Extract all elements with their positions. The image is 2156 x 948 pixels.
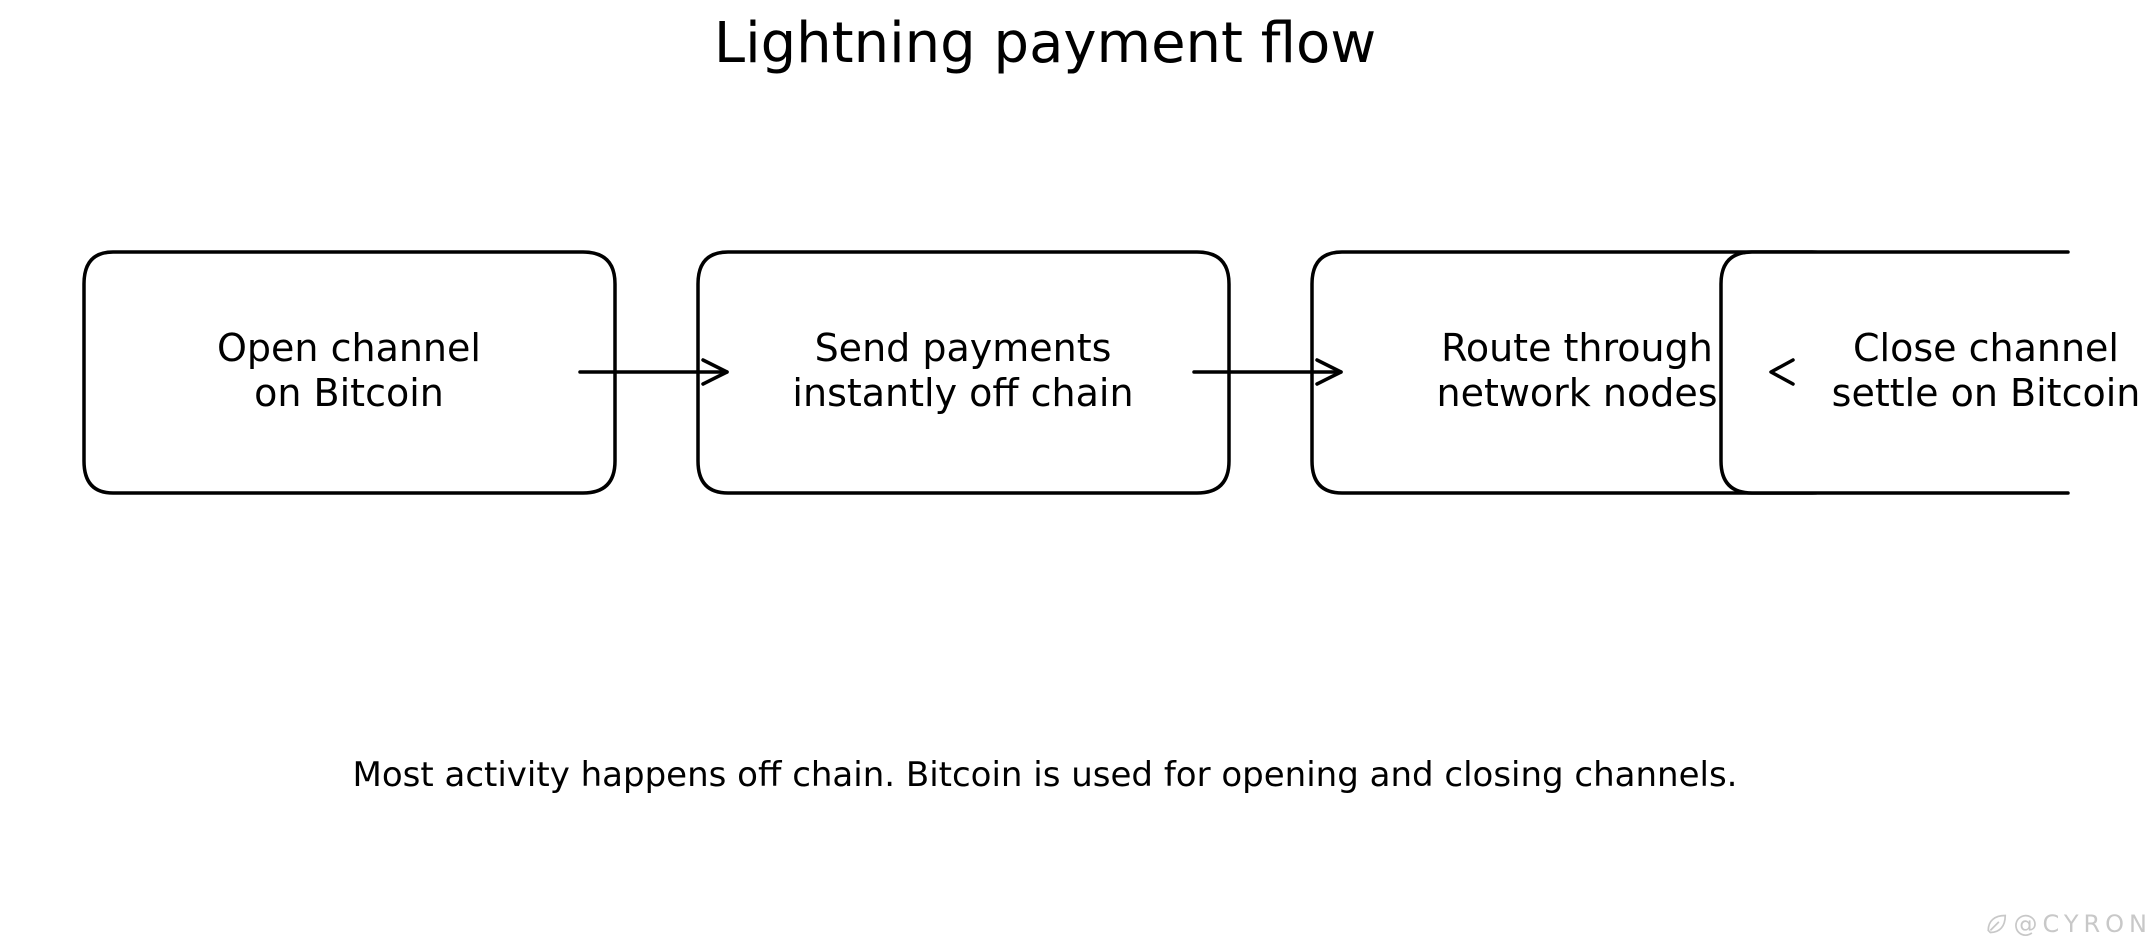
step-box-close-channel <box>1719 250 2070 495</box>
step-label-send-payments: Send payments instantly off chain <box>748 326 1178 416</box>
step-label-line: instantly off chain <box>792 371 1134 415</box>
step-label-line: Send payments <box>814 326 1112 370</box>
arrowhead-close-channel <box>1769 358 1795 386</box>
diagram-title: Lightning payment flow <box>713 11 1377 76</box>
watermark: @CYRON <box>1984 906 2152 942</box>
step-label-line: Open channel <box>217 326 481 370</box>
step-label-line: on Bitcoin <box>254 371 444 415</box>
step-label-open-channel: Open channel on Bitcoin <box>134 326 564 416</box>
watermark-text: @CYRON <box>2013 910 2152 938</box>
step-label-line: Close channel <box>1853 326 2119 370</box>
step-box-open-channel <box>82 250 617 495</box>
step-box-send-payments <box>696 250 1231 495</box>
arrow-send-to-route <box>1192 358 1343 386</box>
step-label-line: Route through <box>1441 326 1713 370</box>
arrow-open-to-send <box>578 358 729 386</box>
leaf-icon <box>1987 914 2007 934</box>
diagram-caption: Most activity happens off chain. Bitcoin… <box>352 755 1738 795</box>
step-label-route-nodes: Route through network nodes <box>1362 326 1792 416</box>
step-label-close-channel: Close channel settle on Bitcoin <box>1771 326 2156 416</box>
step-label-line: settle on Bitcoin <box>1831 371 2141 415</box>
step-label-line: network nodes <box>1436 371 1718 415</box>
